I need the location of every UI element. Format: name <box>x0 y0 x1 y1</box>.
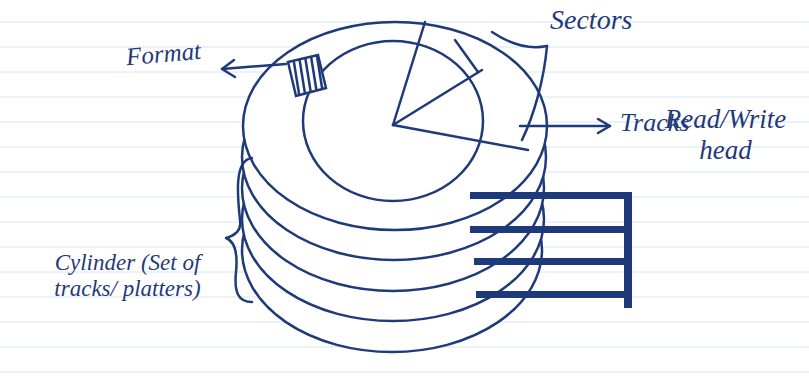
ruled-line <box>0 372 809 373</box>
head-bar <box>476 291 630 298</box>
sectors-leader <box>492 32 547 47</box>
part-label: Cylinder (Set of tracks/ platters) <box>40 250 215 303</box>
head-bar <box>470 192 630 199</box>
tracks-leader <box>520 125 610 128</box>
hatch-line <box>298 50 306 100</box>
notebook-lines <box>0 22 809 372</box>
format-hatch <box>292 50 330 100</box>
sector-line <box>393 70 482 125</box>
head-bar <box>470 226 630 233</box>
format-area <box>288 50 330 100</box>
hatch-line <box>322 50 330 100</box>
part-label: Format <box>125 37 202 72</box>
sector-line <box>455 40 478 72</box>
read-write-head <box>470 192 632 308</box>
hatch-line <box>316 50 324 100</box>
arrow-head <box>598 119 610 133</box>
sector-line <box>393 125 528 150</box>
part-label: Sectors <box>550 4 632 36</box>
platter-stack <box>242 22 547 352</box>
format-leader <box>222 64 286 69</box>
part-label: Read/Write head <box>648 104 803 166</box>
hatch-line <box>292 50 300 100</box>
cylinder-brace <box>226 158 252 302</box>
head-bar <box>474 258 630 265</box>
head-arm <box>624 192 632 308</box>
arrow-head <box>222 60 235 77</box>
